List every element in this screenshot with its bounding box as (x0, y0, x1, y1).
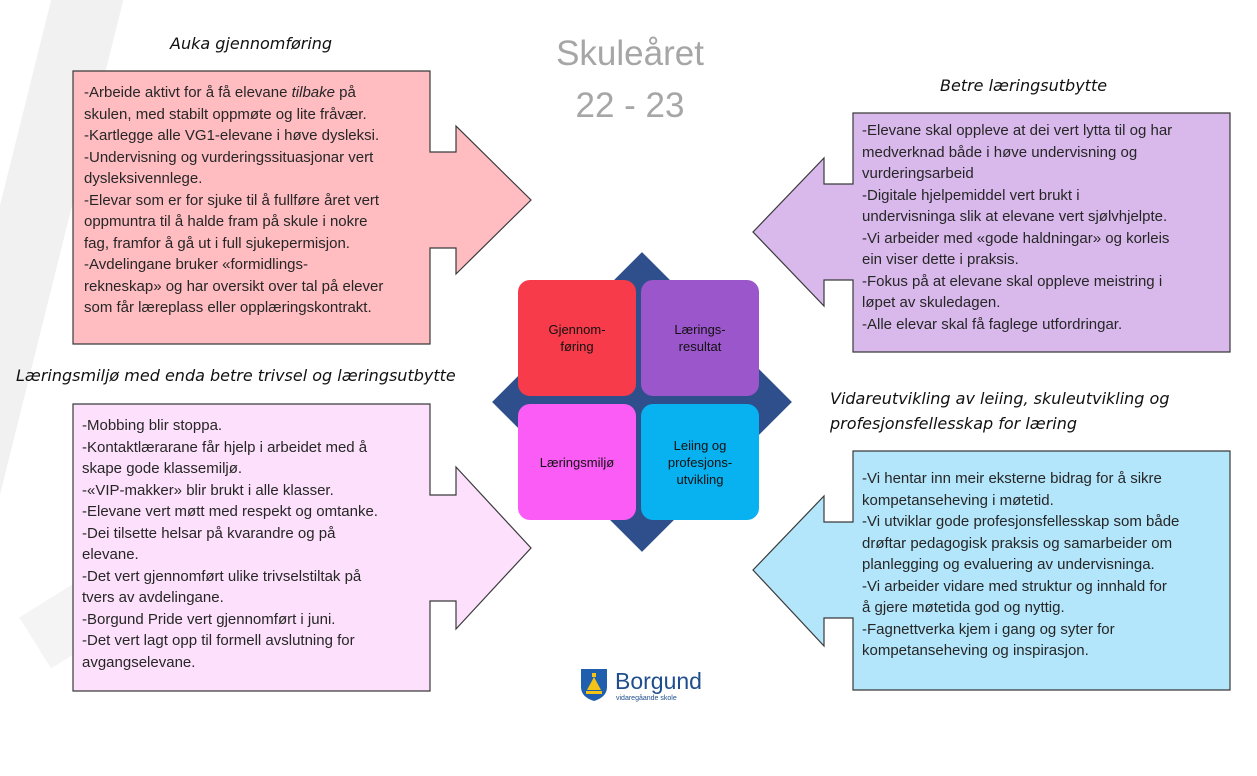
callout-laeringsmiljo-arrow (72, 403, 532, 692)
text-line: kompetanseheving i møtetid. (862, 491, 1054, 509)
text-line: drøftar pedagogisk praksis og samarbeide… (862, 534, 1173, 552)
quadrant-laeringsresultat: Lærings- resultat (641, 280, 759, 396)
text-line: -Mobbing blir stoppa. (82, 417, 223, 434)
quadrant-label-line: Læringsmiljø (539, 454, 615, 470)
text-line: -Kartlegge alle VG1-elevane i høve dysle… (84, 127, 380, 144)
text-line: -Digitale hjelpemiddel vert brukt i (862, 186, 1080, 204)
heading-gjennomforing: Auka gjennomføring (170, 34, 333, 53)
text-line: undervisninga slik at elevane vert sjølv… (862, 208, 1168, 225)
callout-laeringsutbytte-text: -Elevane skal oppleve at dei vert lytta … (862, 120, 1224, 335)
heading-laeringsutbytte: Betre læringsutbytte (940, 76, 1108, 95)
callout-leiing-arrow (752, 450, 1231, 691)
text-line: -Elevar som er for sjuke til å fullføre … (84, 191, 380, 209)
text-line: -Det vert gjennomført ulike trivselstilt… (82, 567, 362, 585)
text-line: -Undervisning og vurderingssituasjonar v… (84, 148, 374, 166)
heading-leiing-line-2: profesjonsfellesskap for læring (830, 414, 1078, 433)
callout-gjennomforing: -Arbeide aktivt for å få elevane tilbake… (72, 70, 532, 345)
text-line: løpet av skuledagen. (862, 294, 1001, 311)
borgund-logo: Borgund vidaregåande skole (580, 668, 720, 704)
text-line: -Fokus på at elevane skal oppleve meistr… (862, 272, 1163, 290)
text-line: kompetanseheving og inspirasjon. (862, 642, 1089, 659)
text-line: -Vi utviklar gode profesjonsfellesskap s… (862, 513, 1180, 530)
quadrant-label-line: føring (560, 339, 594, 354)
text-line: fag, framfor å gå ut i full sjukepermisj… (84, 234, 350, 252)
title-line-2: 22 - 23 (575, 86, 685, 125)
quadrant-laeringsmiljo: Læringsmiljø (518, 404, 636, 520)
text-line: å gjere møtetida god og nyttig. (862, 599, 1065, 616)
callout-leiing-text: -Vi hentar inn meir eksterne bidrag for … (862, 468, 1224, 662)
quadrant-leiing: Leiing og profesjons- utvikling (641, 404, 759, 520)
text-line: som får læreplass eller opplæringskontra… (84, 299, 372, 316)
quadrant-label-line: Lærings- (674, 322, 726, 337)
callout-leiing: -Vi hentar inn meir eksterne bidrag for … (752, 450, 1232, 692)
text-line: -Elevane skal oppleve at dei vert lytta … (862, 122, 1173, 139)
text-line: medverknad både i høve undervisning og (862, 143, 1138, 161)
callout-leiing-shape (752, 450, 1231, 691)
text-line: -Avdelingane bruker «formidlings- (84, 256, 309, 273)
callout-laeringsmiljo-text: -Mobbing blir stoppa. -Kontaktlærarane f… (82, 415, 427, 673)
heading-leiing-line-1: Vidareutvikling av leiing, skuleutviklin… (830, 389, 1170, 408)
text-line: -Arbeide aktivt for å få elevane tilbake… (84, 84, 356, 101)
heading-leiing: Vidareutvikling av leiing, skuleutviklin… (830, 386, 1170, 436)
shield-icon (581, 669, 607, 701)
callout-laeringsutbytte-shape (752, 112, 1231, 353)
text-line: -Vi arbeider vidare med struktur og innh… (862, 577, 1167, 595)
center-diagram: Gjennom- føring Lærings- resultat Læring… (492, 252, 792, 552)
heading-laeringsmiljo: Læringsmiljø med enda betre trivsel og l… (16, 366, 456, 385)
page-title: Skuleåret 22 - 23 (520, 28, 740, 132)
text-line: skulen, med stabilt oppmøte og lite fråv… (84, 105, 367, 123)
quadrant-label-line: Gjennom- (548, 322, 606, 337)
text-line: dysleksivennlege. (84, 170, 203, 187)
text-line: -Det vert lagt opp til formell avslutnin… (82, 632, 355, 649)
quadrant-label-line: Leiing og (673, 437, 727, 453)
callout-laeringsutbytte-arrow (752, 112, 1231, 353)
text-line: skape gode klassemiljø. (82, 460, 243, 477)
text-line: -Dei tilsette helsar på kvarandre og på (82, 524, 336, 542)
logo-subtitle: vidaregåande skole (616, 695, 677, 702)
callout-gjennomforing-arrow (72, 70, 532, 345)
text-line: elevane. (82, 546, 139, 563)
text-line: planlegging og evaluering av undervisnin… (862, 556, 1155, 573)
callout-gjennomforing-text: -Arbeide aktivt for å få elevane tilbake… (84, 82, 429, 319)
callout-laeringsmiljo-shape (72, 403, 532, 692)
text-line: ein viser dette i praksis. (862, 251, 1019, 268)
callout-laeringsutbytte: -Elevane skal oppleve at dei vert lytta … (752, 112, 1232, 354)
title-line-1: Skuleåret (556, 34, 704, 73)
quadrant-label-line: profesjons- (667, 454, 733, 470)
text-line: tvers av avdelingane. (82, 589, 224, 606)
text-line: -«VIP-makker» blir brukt i alle klasser. (82, 481, 334, 499)
text-line: avgangselevane. (82, 653, 196, 671)
quadrant-gjennomforing: Gjennom- føring (518, 280, 636, 396)
text-line: -Vi arbeider med «gode haldningar» og ko… (862, 229, 1170, 247)
text-line: -Alle elevar skal få faglege utfordringa… (862, 315, 1123, 333)
text-line: rekneskap» og har oversikt over tal på e… (84, 277, 384, 295)
text-line: -Fagnettverka kjem i gang og syter for (862, 620, 1115, 638)
callout-laeringsmiljo: -Mobbing blir stoppa. -Kontaktlærarane f… (72, 403, 532, 693)
text-line: -Kontaktlærarane får hjelp i arbeidet me… (82, 438, 368, 456)
text-line: vurderingsarbeid (862, 165, 974, 182)
callout-gjennomforing-shape (72, 70, 532, 345)
quadrant-label-line: resultat (678, 339, 722, 354)
text-line: oppmuntra til å halde fram på skule i no… (84, 213, 368, 230)
logo-name: Borgund (615, 668, 702, 694)
text-line: -Vi hentar inn meir eksterne bidrag for … (862, 470, 1162, 487)
text-line: -Borgund Pride vert gjennomført i juni. (82, 610, 336, 628)
quadrant-label-line: utvikling (676, 471, 724, 487)
text-line: -Elevane vert møtt med respekt og omtank… (82, 503, 378, 520)
